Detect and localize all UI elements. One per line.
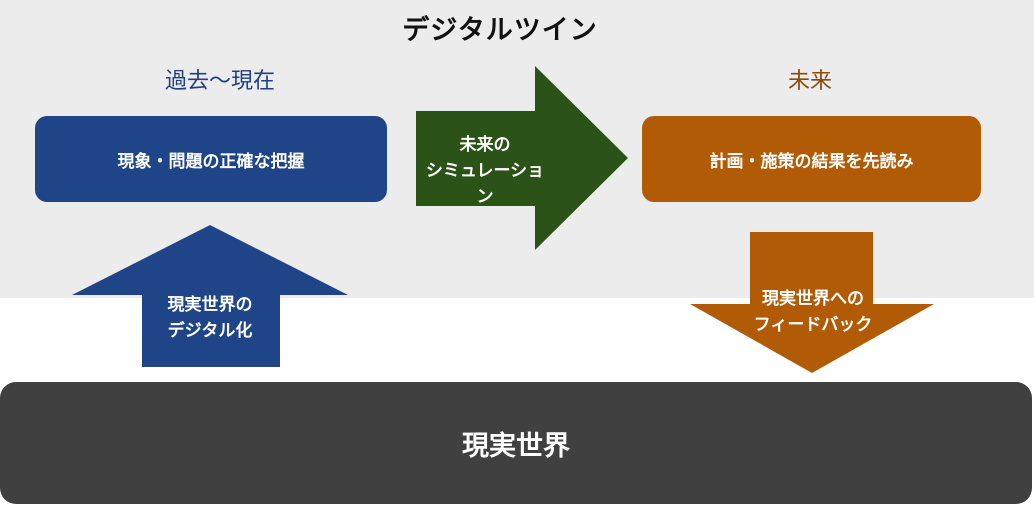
accurate-understanding-box: 現象・問題の正確な把握: [35, 116, 387, 202]
real-world-bar: 現実世界: [0, 382, 1032, 504]
result-prediction-box: 計画・施策の結果を先読み: [642, 116, 981, 202]
simulation-arrow: [416, 66, 628, 250]
feedback-label: 現実世界への フィードバック: [753, 289, 873, 335]
feedback-arrow: [690, 232, 934, 373]
diagram-title: デジタルツイン: [402, 15, 598, 46]
simulation-label: 未来の シミュレーション: [425, 135, 545, 207]
past-present-label: 過去〜現在: [164, 69, 275, 94]
digitization-label: 現実世界の デジタル化: [167, 295, 253, 341]
future-label: 未来: [787, 69, 832, 94]
digitization-arrow: [72, 225, 348, 367]
